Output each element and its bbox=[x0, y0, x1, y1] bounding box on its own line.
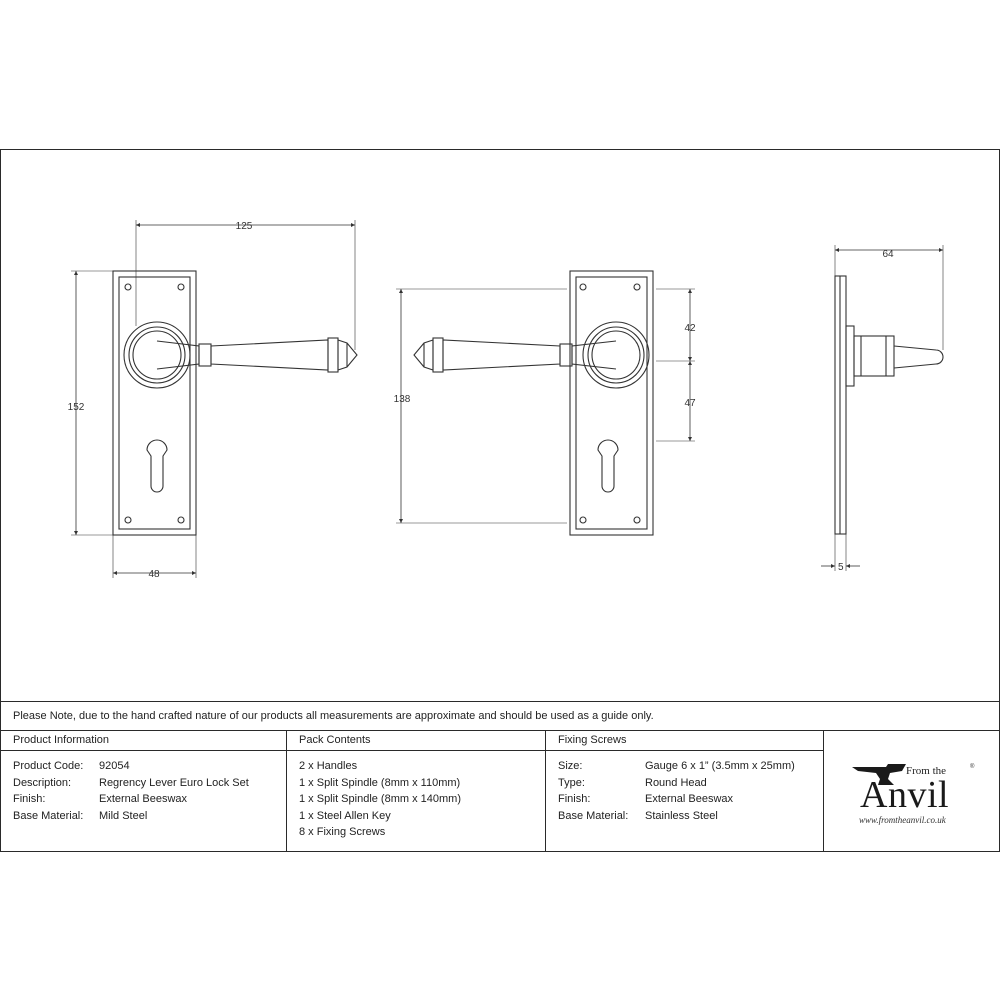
pack-item: 8 x Fixing Screws bbox=[299, 826, 386, 838]
front-view bbox=[112, 270, 358, 536]
side-dimensions: 64 5 bbox=[821, 245, 944, 573]
dim-47: 47 bbox=[684, 398, 696, 409]
anvil-icon bbox=[852, 764, 906, 785]
product-sheet: 125 152 48 bbox=[0, 149, 1000, 852]
logo-word: Anvil bbox=[860, 774, 950, 816]
fixing-screws-heading: Fixing Screws bbox=[546, 731, 823, 751]
pack-item: 1 x Steel Allen Key bbox=[299, 809, 391, 822]
dim-64: 64 bbox=[882, 249, 894, 260]
pack-item: 1 x Split Spindle (8mm x 140mm) bbox=[299, 793, 461, 805]
dim-42: 42 bbox=[684, 323, 696, 334]
dim-138: 138 bbox=[394, 394, 411, 405]
info-table: Product Information Product Code:92054 D… bbox=[1, 731, 999, 851]
pack-item: 2 x Handles bbox=[299, 760, 358, 772]
back-dimensions: 138 42 47 bbox=[394, 288, 696, 524]
drawing-canvas: 125 152 48 bbox=[68, 220, 944, 580]
dim-48: 48 bbox=[148, 569, 160, 580]
side-view bbox=[834, 275, 944, 535]
logo-url: www.fromtheanvil.co.uk bbox=[859, 815, 946, 825]
logo-registered-mark: ® bbox=[970, 764, 975, 770]
product-info-row: Finish:External Beeswax bbox=[13, 793, 188, 805]
dim-125: 125 bbox=[236, 221, 253, 232]
pack-contents-column: Pack Contents 2 x Handles 1 x Split Spin… bbox=[287, 731, 546, 851]
fixing-row: Base Material:Stainless Steel bbox=[558, 809, 718, 822]
back-view bbox=[413, 270, 654, 536]
product-info-column: Product Information Product Code:92054 D… bbox=[1, 731, 287, 851]
product-info-row: Base Material:Mild Steel bbox=[13, 809, 148, 822]
fixing-row: Type:Round Head bbox=[558, 776, 707, 789]
product-info-row: Description:Regrency Lever Euro Lock Set bbox=[13, 776, 249, 789]
fixing-row: Size:Gauge 6 x 1” (3.5mm x 25mm) bbox=[558, 760, 795, 772]
front-dimensions: 125 152 48 bbox=[68, 220, 356, 580]
brand-logo: From the Anvil ® www.fromtheanvil.co.uk bbox=[824, 731, 999, 851]
technical-drawing: 125 152 48 bbox=[1, 150, 999, 701]
logo-from-the: From the bbox=[906, 765, 947, 777]
product-info-heading: Product Information bbox=[1, 731, 286, 751]
measurement-note: Please Note, due to the hand crafted nat… bbox=[1, 701, 999, 731]
pack-contents-heading: Pack Contents bbox=[287, 731, 545, 751]
dim-5: 5 bbox=[838, 562, 844, 573]
dim-152: 152 bbox=[68, 402, 85, 413]
fixing-row: Finish:External Beeswax bbox=[558, 793, 734, 805]
pack-item: 1 x Split Spindle (8mm x 110mm) bbox=[299, 776, 461, 789]
fixing-screws-column: Fixing Screws Size:Gauge 6 x 1” (3.5mm x… bbox=[546, 731, 824, 851]
product-info-row: Product Code:92054 bbox=[13, 760, 130, 772]
